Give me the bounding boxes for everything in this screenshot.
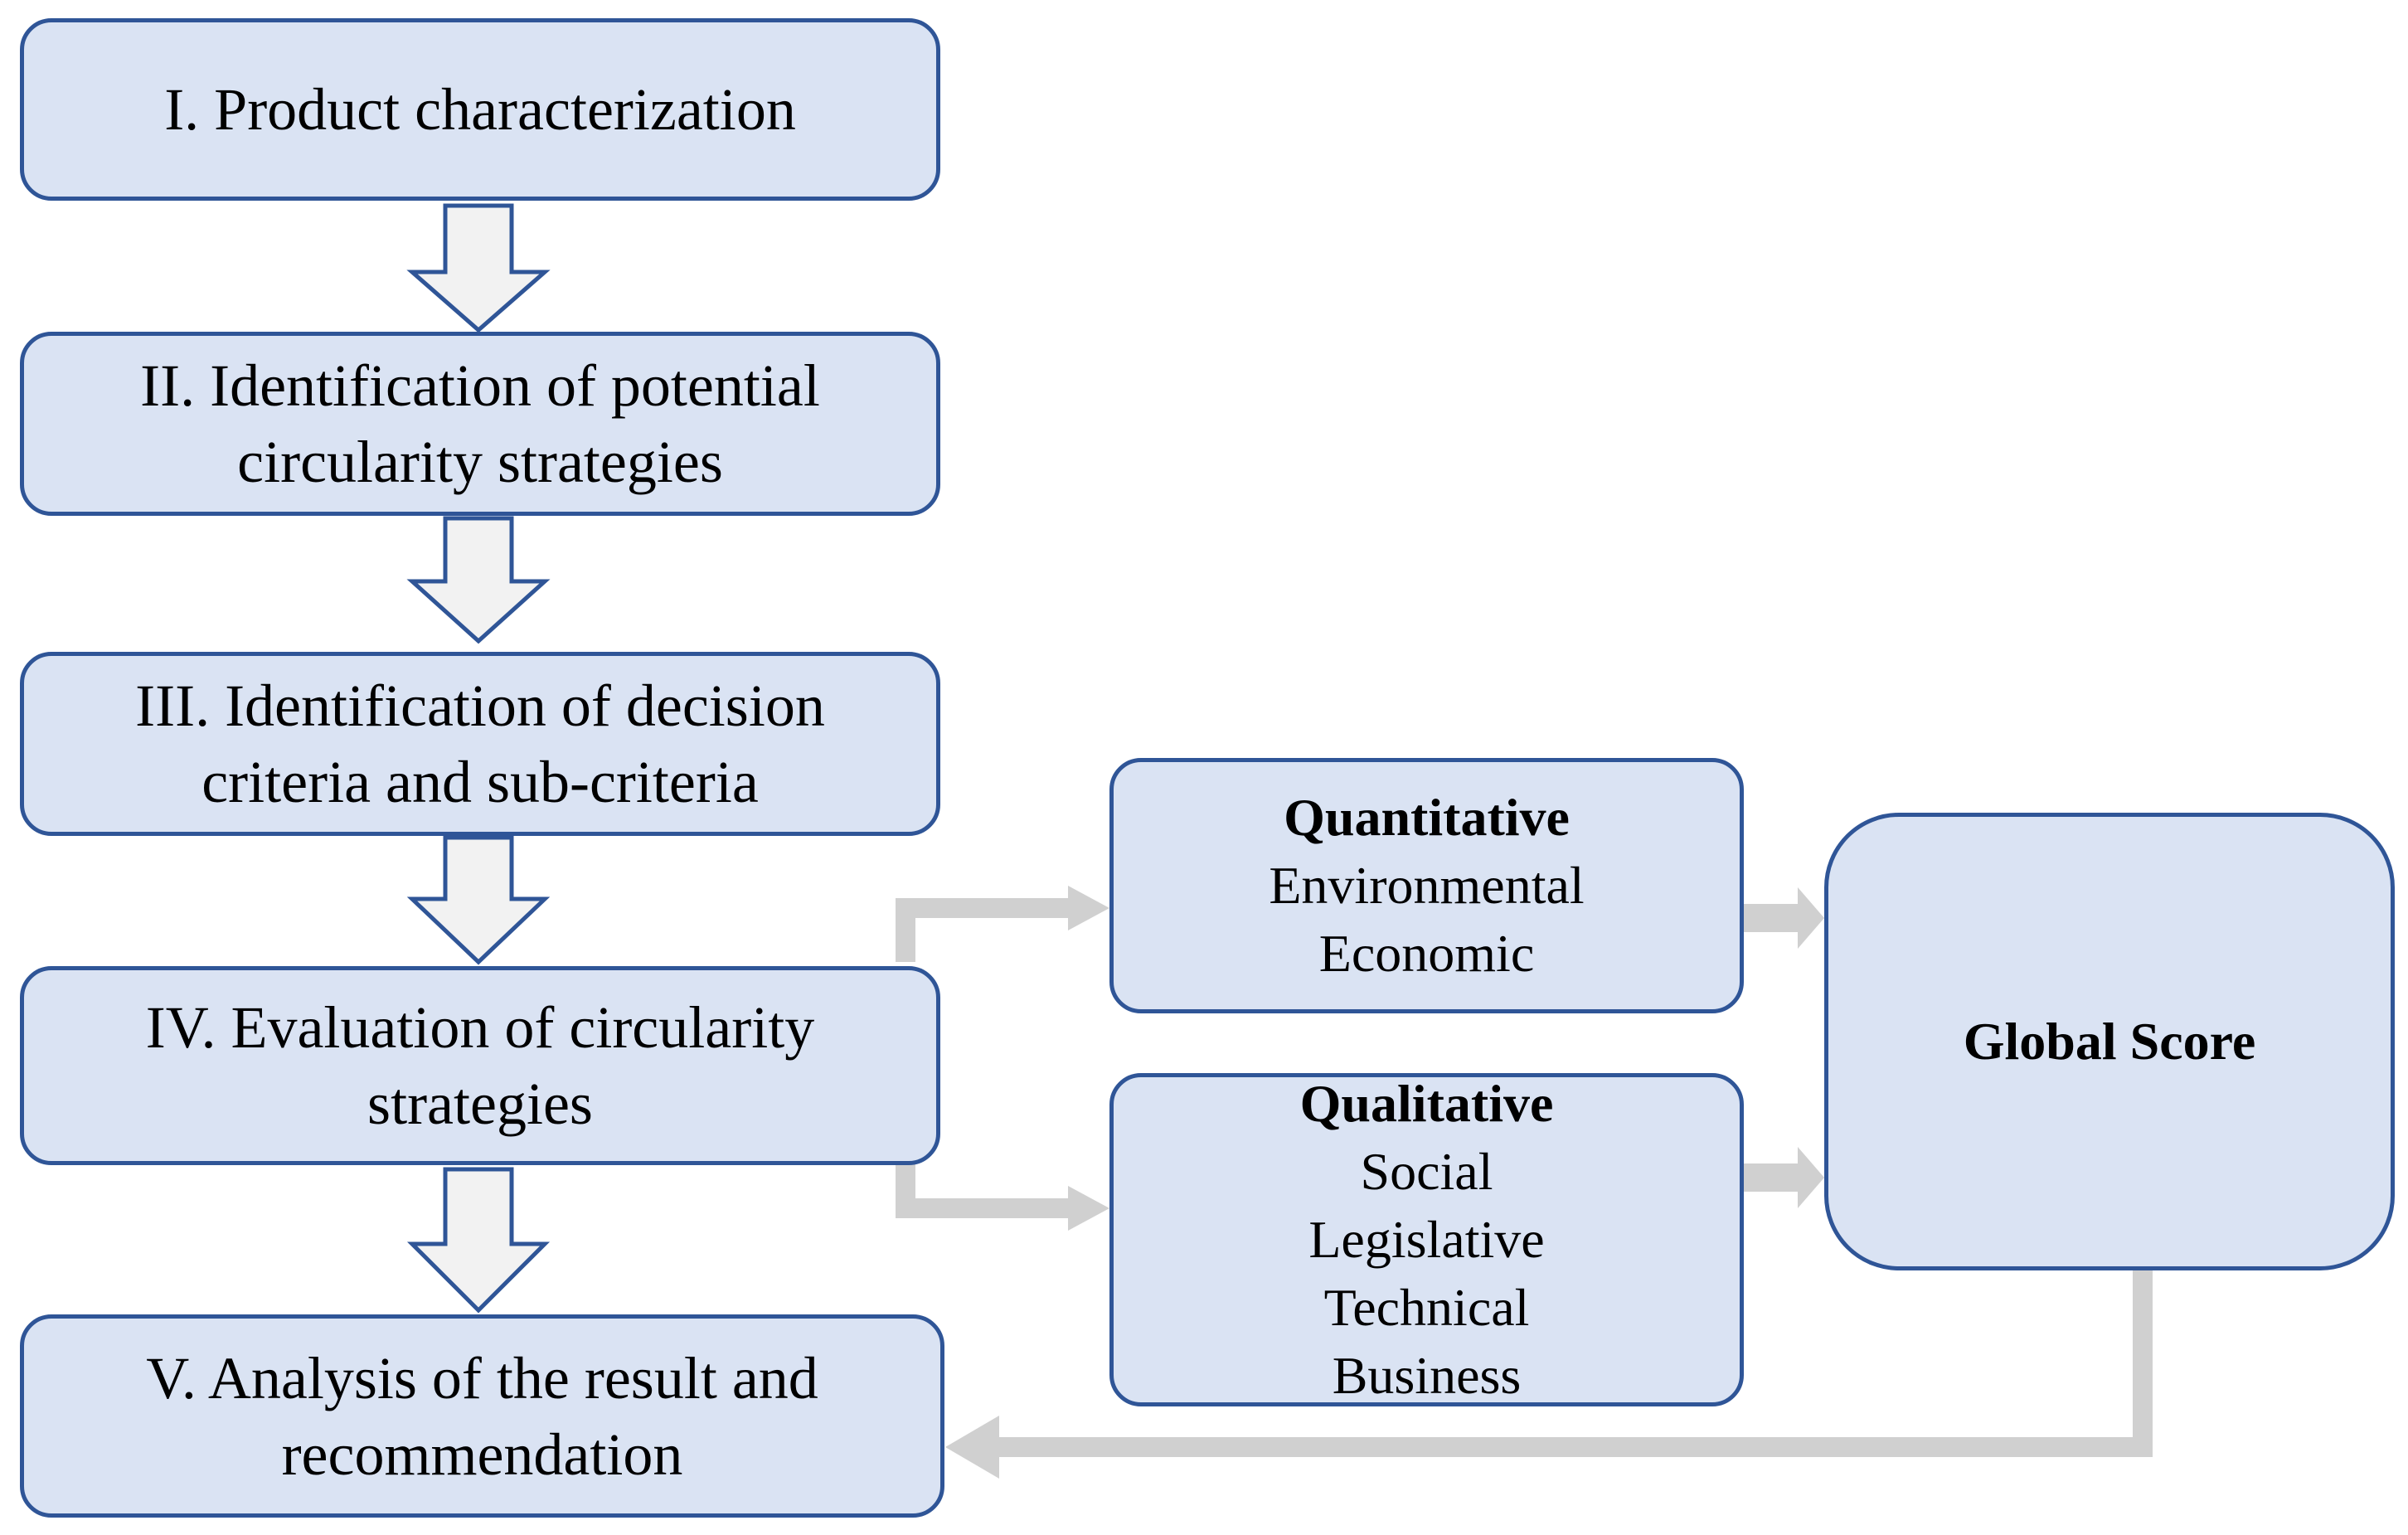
qualitative-item-social: Social [1360, 1142, 1493, 1201]
step-identification-criteria: III. Identification of decision criteria… [20, 652, 940, 836]
step-evaluation-strategies: IV. Evaluation of circularity strategies [20, 966, 940, 1165]
quantitative-criteria-box: Quantitative Environmental Economic [1109, 758, 1744, 1013]
quantitative-item-environmental: Environmental [1269, 856, 1585, 915]
step-3-line-2: criteria and sub-criteria [201, 749, 759, 815]
step-4-line-1: IV. Evaluation of circularity [145, 994, 815, 1061]
step-1-line-1: I. Product characterization [164, 76, 796, 143]
qualitative-criteria-box: Qualitative Social Legislative Technical… [1109, 1073, 1744, 1406]
arrowhead-to-qualitative [1068, 1186, 1109, 1231]
qualitative-item-technical: Technical [1323, 1278, 1530, 1337]
step-identification-strategies: II. Identification of potential circular… [20, 332, 940, 516]
arrowhead-quant-to-score [1798, 887, 1824, 949]
connector-qual-to-score [1743, 1163, 1801, 1192]
arrowhead-to-quantitative [1068, 886, 1109, 930]
connector-to-qualitative [896, 1161, 1070, 1218]
quantitative-item-economic: Economic [1318, 924, 1535, 983]
step-analysis-recommendation: V. Analysis of the result and recommenda… [20, 1314, 944, 1518]
down-arrow-2 [406, 516, 551, 644]
qualitative-item-business: Business [1332, 1346, 1522, 1405]
down-arrow-1 [406, 203, 551, 333]
qualitative-item-legislative: Legislative [1308, 1210, 1545, 1269]
step-2-line-1: II. Identification of potential [140, 352, 820, 419]
global-score-label: Global Score [1963, 1012, 2256, 1071]
down-arrow-4 [406, 1167, 551, 1314]
arrowhead-qual-to-score [1798, 1147, 1824, 1208]
qualitative-heading: Qualitative [1299, 1074, 1554, 1133]
step-3-line-1: III. Identification of decision [135, 673, 825, 739]
connector-to-quantitative [896, 898, 1070, 962]
step-product-characterization: I. Product characterization [20, 18, 940, 201]
down-arrow-3 [406, 835, 551, 965]
connector-score-to-analysis [995, 1270, 2153, 1457]
global-score-box: Global Score [1824, 813, 2395, 1270]
step-5-line-2: recommendation [281, 1421, 683, 1488]
quantitative-heading: Quantitative [1284, 788, 1570, 847]
connector-quant-to-score [1743, 904, 1801, 932]
arrowhead-score-to-analysis [945, 1416, 999, 1479]
step-4-line-2: strategies [367, 1071, 593, 1137]
step-5-line-1: V. Analysis of the result and [146, 1344, 818, 1411]
step-2-line-2: circularity strategies [237, 429, 723, 495]
